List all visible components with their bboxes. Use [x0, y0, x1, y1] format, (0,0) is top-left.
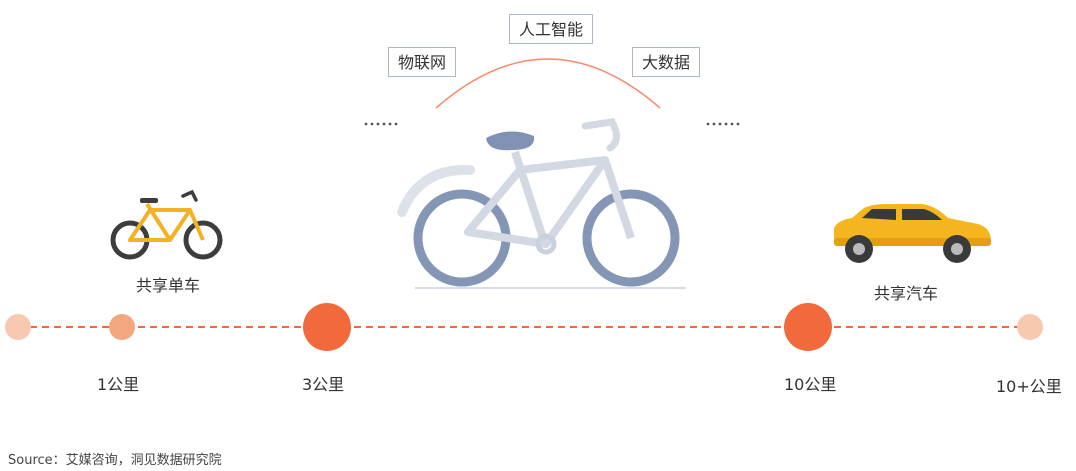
- tech-arc: [435, 58, 661, 109]
- label-shared-car: 共享汽车: [874, 284, 939, 303]
- label-3km: 3公里: [302, 375, 345, 394]
- label-1km: 1公里: [97, 375, 140, 394]
- central-bike-icon: [397, 118, 686, 289]
- label-10km: 10公里: [784, 375, 837, 394]
- tag-big-data: 大数据: [632, 47, 701, 77]
- ellipsis-right: [706, 122, 740, 126]
- timeline-dot-10km: [784, 303, 832, 351]
- source-note: Source：艾媒咨询，洞见数据研究院: [8, 453, 222, 468]
- tag-iot: 物联网: [388, 47, 457, 77]
- timeline-dot-start: [5, 314, 31, 340]
- ellipsis-left: [364, 122, 398, 126]
- tag-ai: 人工智能: [509, 14, 594, 44]
- label-10plus-km: 10+公里: [996, 377, 1062, 396]
- shared-car-icon: [834, 204, 992, 263]
- timeline-dot-3km: [303, 303, 351, 351]
- shared-bike-icon: [110, 189, 223, 260]
- label-shared-bike: 共享单车: [136, 276, 201, 295]
- timeline-dot-1km: [109, 314, 135, 340]
- timeline-dot-10plus-km: [1017, 314, 1043, 340]
